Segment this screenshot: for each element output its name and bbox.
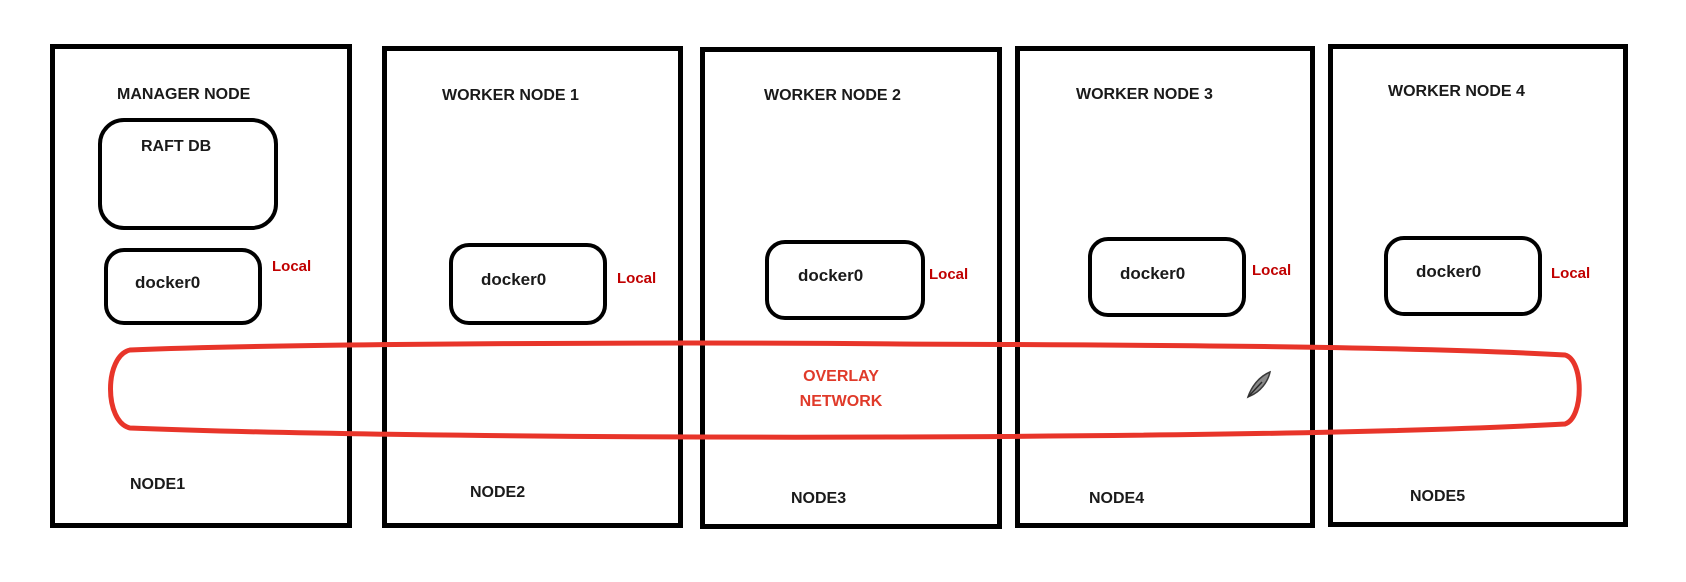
node-title: WORKER NODE 4 xyxy=(1388,83,1525,100)
node-title: WORKER NODE 1 xyxy=(442,87,579,104)
raft-db-label: RAFT DB xyxy=(141,138,212,155)
node-title: MANAGER NODE xyxy=(117,86,251,103)
node-title: WORKER NODE 2 xyxy=(764,87,901,104)
overlay-label-line1: OVERLAY xyxy=(803,368,879,385)
node-name: NODE2 xyxy=(470,484,526,501)
node-title: WORKER NODE 3 xyxy=(1076,86,1213,103)
docker0-box xyxy=(104,248,262,325)
docker0-label: docker0 xyxy=(1120,264,1186,283)
node-name: NODE1 xyxy=(130,476,186,493)
feather-icon xyxy=(1246,370,1272,399)
docker0-box xyxy=(765,240,925,320)
local-label: Local xyxy=(272,258,312,275)
local-label: Local xyxy=(929,266,969,283)
docker0-label: docker0 xyxy=(798,266,864,285)
local-label: Local xyxy=(617,270,657,287)
local-label: Local xyxy=(1252,262,1292,279)
docker0-label: docker0 xyxy=(135,273,201,292)
docker0-label: docker0 xyxy=(1416,262,1482,281)
local-label: Local xyxy=(1551,265,1591,282)
docker0-box xyxy=(449,243,607,325)
overlay-label-line2: NETWORK xyxy=(799,393,883,410)
docker0-box xyxy=(1088,237,1246,317)
overlay-network-label: OVERLAY NETWORK xyxy=(796,364,886,414)
docker0-label: docker0 xyxy=(481,270,547,289)
raft-db-box xyxy=(98,118,278,230)
node-name: NODE3 xyxy=(791,490,847,507)
node-name: NODE4 xyxy=(1089,490,1145,507)
docker0-box xyxy=(1384,236,1542,316)
node-name: NODE5 xyxy=(1410,488,1466,505)
